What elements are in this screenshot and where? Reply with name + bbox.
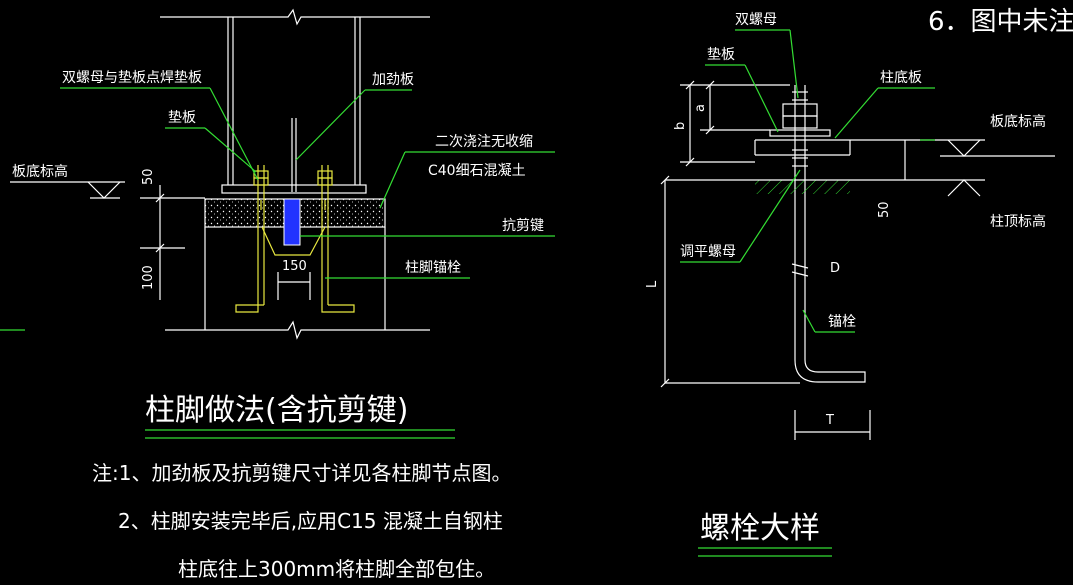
dim-T: T	[825, 413, 834, 428]
dim-a: a	[693, 104, 708, 112]
label-anchor-bolt: 柱脚锚栓	[405, 260, 461, 276]
label-anchor: 锚栓	[828, 314, 856, 330]
dim-150: 150	[282, 259, 307, 274]
label-base-plate: 柱底板	[880, 70, 922, 86]
dim-b: b	[673, 122, 688, 130]
note-line3: 柱底往上300mm将柱脚全部包住。	[178, 557, 495, 581]
label-column-top-elevation: 柱顶标高	[990, 213, 1046, 230]
label-pad-plate-right: 垫板	[707, 47, 735, 63]
bolt-detail: 双螺母 垫板 柱底板 板底标高 柱顶标高 调平螺母 锚栓 b a 50 L D …	[645, 12, 1055, 440]
label-plate-bottom-elevation: 板底标高	[12, 163, 68, 180]
title-bolt-detail: 螺栓大样	[700, 511, 820, 546]
label-stiffener: 加劲板	[372, 72, 414, 88]
label-leveling-nut: 调平螺母	[680, 244, 736, 260]
note-line1: 注:1、加劲板及抗剪键尺寸详见各柱脚节点图。	[92, 461, 511, 485]
label-grout-line2: C40细石混凝土	[428, 163, 526, 179]
dim-50-right: 50	[877, 201, 892, 218]
note-line2: 2、柱脚安装完毕后,应用C15 混凝土自钢柱	[118, 509, 503, 533]
label-pad-plate: 垫板	[168, 110, 196, 126]
dim-100: 100	[141, 265, 156, 290]
label-double-nut-weld: 双螺母与垫板点焊垫板	[62, 70, 202, 86]
label-plate-bottom-elevation-right: 板底标高	[990, 113, 1046, 130]
dim-D: D	[830, 261, 840, 276]
column-base-detail: 双螺母与垫板点焊垫板 加劲板 垫板 板底标高 二次浇注无收缩 C40细石混凝土 …	[0, 8, 555, 340]
corner-note: 6．图中未注	[928, 7, 1073, 37]
title-column-base: 柱脚做法(含抗剪键)	[145, 393, 408, 428]
label-grout-line1: 二次浇注无收缩	[435, 134, 533, 150]
dim-L: L	[645, 280, 660, 288]
label-shear-key: 抗剪键	[502, 218, 544, 234]
dim-50-left: 50	[141, 168, 156, 185]
label-double-nut: 双螺母	[735, 12, 777, 28]
